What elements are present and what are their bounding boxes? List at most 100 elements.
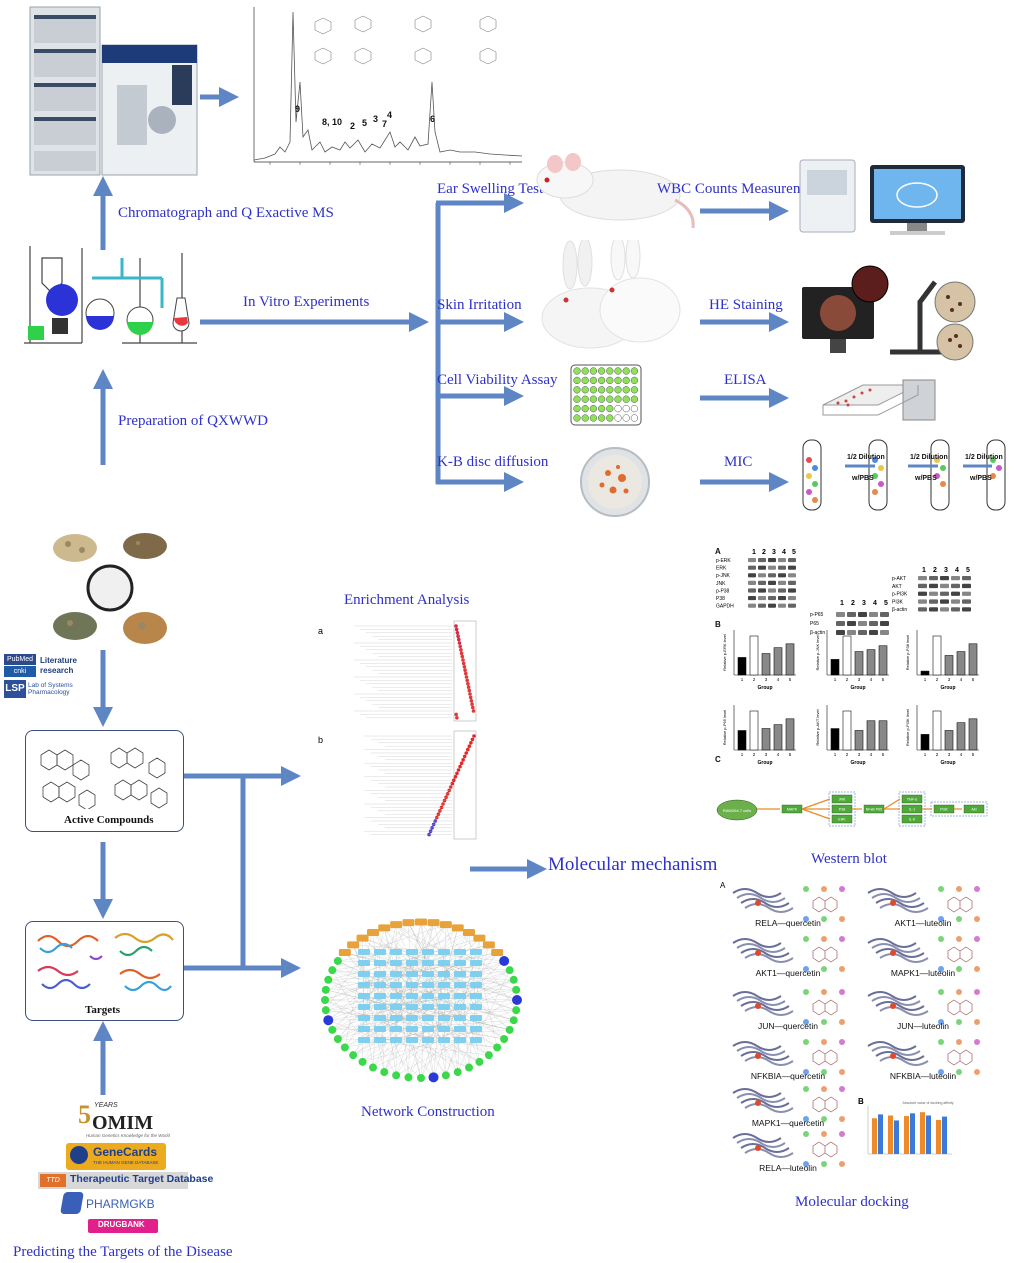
wb-bar	[773, 724, 783, 751]
network-edge	[363, 922, 409, 1008]
docking-protein-ribbon	[736, 1093, 786, 1103]
drugbank-logo: DRUGBANK	[88, 1219, 158, 1233]
enrichment-dot	[455, 631, 460, 635]
wb-row-label: ERK	[716, 566, 727, 572]
well-plate-image	[570, 364, 642, 426]
wb-row-label: P38	[716, 596, 725, 602]
network-target-node	[422, 1004, 434, 1010]
drugbank-text: DRUGBANK	[98, 1220, 145, 1229]
plate-well	[606, 404, 614, 413]
docking-residue	[956, 886, 962, 892]
wb-row-label: p-PI3K	[892, 592, 908, 598]
wb-band	[758, 596, 766, 601]
docking-residue	[974, 1069, 980, 1075]
wb-band	[748, 588, 756, 593]
network-edge	[328, 1020, 381, 1041]
network-outer-node	[509, 975, 518, 984]
docking-residue	[956, 989, 962, 995]
mic-colony	[996, 465, 1002, 471]
pathway-node-label: IL-6	[909, 818, 915, 822]
network-target-node	[374, 982, 386, 988]
plate-well	[622, 386, 630, 394]
wb-band	[768, 573, 776, 578]
network-edge	[408, 922, 429, 964]
network-edge	[372, 932, 477, 1030]
genecards-text: GeneCards	[93, 1145, 158, 1159]
wb-band	[918, 599, 927, 604]
wb-band	[768, 603, 776, 608]
network-graph	[321, 918, 522, 1083]
docking-protein-ribbon	[867, 1041, 917, 1051]
plate-well	[606, 395, 614, 403]
mic-pbs-2: w/PBS	[914, 475, 937, 482]
docking-residue	[839, 916, 845, 922]
literature-text: Literature research	[40, 656, 77, 675]
docking-protein-ribbon	[736, 1046, 786, 1056]
genecards-subtext: THE HUMAN GENE DATABASE	[93, 1160, 159, 1165]
cnki-logo: cnki	[4, 666, 36, 677]
enrichment-dot	[457, 637, 461, 642]
plate-well	[597, 404, 606, 413]
wb-chart-ylabel: Relative p-P38 level	[905, 635, 910, 671]
docking-protein-ribbon	[740, 948, 790, 958]
wb-band	[748, 580, 756, 585]
network-edge	[475, 951, 517, 1011]
docking-pair-label: RELA—quercetin	[755, 918, 821, 928]
wb-bar-category: 4	[960, 677, 963, 682]
docking-affinity-bar	[878, 1114, 883, 1154]
plate-well	[622, 404, 630, 413]
network-outer-node	[439, 921, 452, 929]
network-target-node	[470, 993, 482, 999]
plate-well	[622, 376, 630, 385]
enrichment-dot	[467, 744, 472, 748]
wb-bar	[737, 730, 747, 751]
wb-bar-category: 4	[870, 677, 873, 682]
network-target-node	[438, 1015, 450, 1021]
wb-band	[748, 596, 756, 601]
docking-residue	[803, 916, 809, 922]
pathway-node-label: ERK	[838, 818, 846, 822]
docking-pair-label: AKT1—quercetin	[756, 968, 821, 978]
docking-residue	[974, 936, 980, 942]
network-outer-node	[321, 985, 330, 994]
pharmgkb-text: PHARMGKB	[86, 1197, 155, 1211]
docking-ligand	[755, 1053, 761, 1059]
wb-bar-category: 2	[753, 752, 756, 757]
label-ear-swelling: Ear Swelling Test	[437, 181, 544, 197]
network-edge	[379, 922, 434, 1041]
wb-band	[869, 621, 878, 626]
label-network: Network Construction	[361, 1104, 495, 1120]
wb-bar-category: 4	[777, 677, 780, 682]
docking-residue	[821, 1086, 827, 1092]
wb-bar-category: 3	[858, 677, 861, 682]
network-outer-node	[323, 1015, 334, 1026]
docking-protein-ribbon	[879, 953, 929, 963]
network-target-node	[358, 949, 370, 955]
wb-band	[778, 603, 786, 608]
network-outer-node	[328, 966, 337, 975]
pathway-node	[901, 814, 923, 824]
wb-bar	[749, 710, 759, 751]
enrichment-dot	[454, 624, 458, 628]
network-target-node	[358, 993, 370, 999]
docking-ligand-2d	[947, 946, 973, 963]
wb-bar-category: 5	[882, 752, 885, 757]
network-target-node	[454, 982, 466, 988]
enrichment-dot	[456, 634, 460, 638]
network-outer-node	[328, 1025, 337, 1034]
network-outer-node	[500, 1035, 509, 1043]
docking-protein-ribbon	[867, 888, 917, 898]
docking-residue	[821, 1116, 827, 1122]
docking-residue	[803, 1131, 809, 1137]
network-edge	[332, 970, 445, 1008]
network-outer-node	[333, 957, 342, 965]
wb-band	[962, 599, 971, 604]
plate-well	[597, 367, 606, 375]
network-edge	[459, 970, 510, 997]
docking-pair-label: JUN—luteolin	[897, 1021, 949, 1031]
plate-well	[606, 386, 614, 394]
lsp-text: Lab of Systems Pharmacology	[28, 682, 73, 696]
wb-bar-category: 3	[765, 752, 768, 757]
network-edge	[344, 952, 477, 986]
network-target-node	[358, 971, 370, 977]
